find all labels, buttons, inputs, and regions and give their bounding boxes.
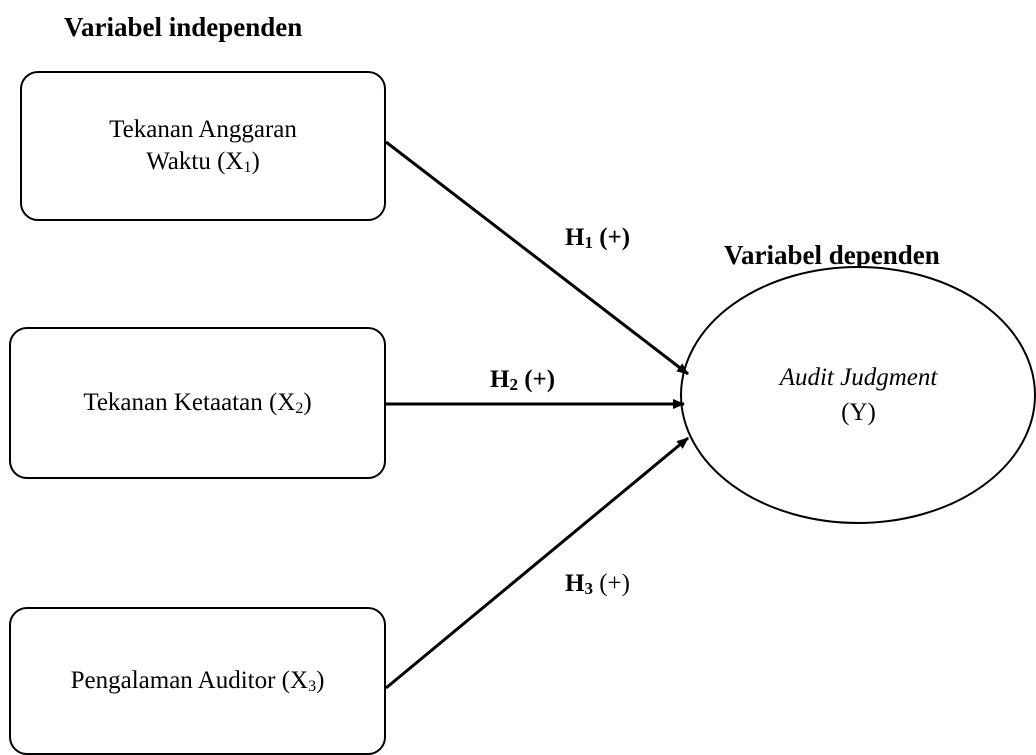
- box-x1-line1: Tekanan Anggaran: [109, 115, 297, 143]
- dependent-heading: Variabel dependen: [724, 240, 940, 270]
- hypothesis-h3: H3 (+): [565, 570, 630, 598]
- box-x2: Tekanan Ketaatan (X2): [9, 327, 386, 479]
- independent-heading: Variabel independen: [64, 12, 303, 42]
- box-x1-line2: Waktu (X1): [146, 148, 260, 176]
- arrow-h1: [385, 140, 689, 376]
- hypothesis-h2: H2 (+): [490, 366, 556, 394]
- box-x1: Tekanan Anggaran Waktu (X1): [20, 71, 386, 221]
- dependent-title: Audit Judgment: [779, 364, 938, 391]
- box-x3: Pengalaman Auditor (X3): [9, 607, 386, 755]
- dependent-ellipse: [680, 266, 1036, 524]
- dependent-label: Audit Judgment (Y): [681, 300, 1036, 490]
- box-x2-label: Tekanan Ketaatan (X2): [83, 388, 312, 417]
- box-x3-label: Pengalaman Auditor (X3): [70, 666, 325, 695]
- arrow-h3: [385, 436, 689, 690]
- dependent-symbol: (Y): [841, 399, 876, 426]
- hypothesis-h1: H1 (+): [565, 224, 631, 252]
